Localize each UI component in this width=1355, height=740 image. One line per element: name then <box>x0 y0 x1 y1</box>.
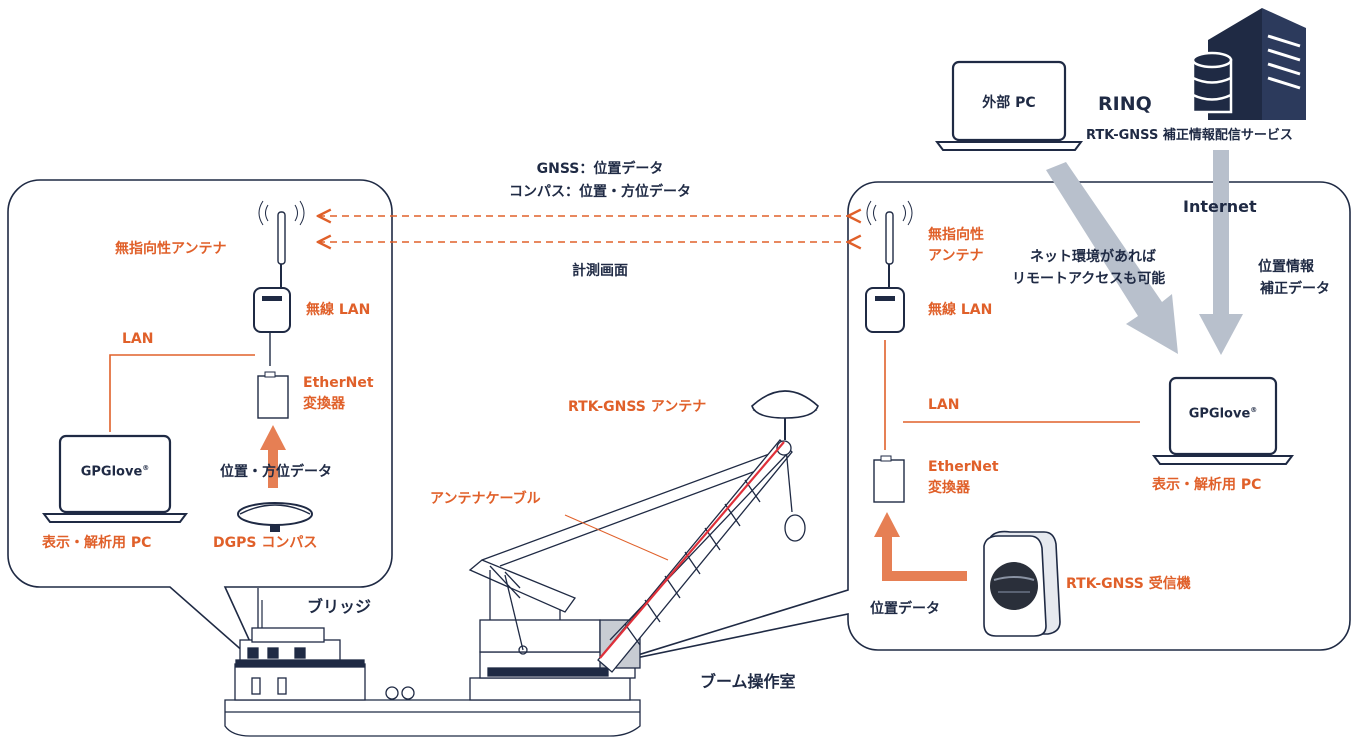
external-pc-label: 外部 PC <box>982 95 1036 111</box>
laptop-icon <box>1152 376 1294 465</box>
rinq-caption: RTK-GNSS 補正情報配信サービス <box>1086 128 1293 143</box>
bridge-converter-label-1: EtherNet <box>303 375 374 391</box>
bridge-converter-label-2: 変換器 <box>303 396 345 412</box>
ship-icon <box>224 588 641 737</box>
antenna-icon <box>866 200 913 288</box>
crane-icon <box>468 439 806 673</box>
antenna-icon <box>258 200 305 288</box>
database-icon <box>1191 51 1233 114</box>
rinq-name: RINQ <box>1098 93 1152 115</box>
converter-icon <box>873 455 905 503</box>
bridge-lan-line <box>109 354 255 432</box>
wireless-link-arrows <box>318 216 848 242</box>
up-arrow <box>260 425 286 488</box>
remote-access-label-2: リモートアクセスも可能 <box>1012 271 1166 287</box>
dgps-compass-label: DGPS コンパス <box>213 535 318 551</box>
laptop-icon <box>935 60 1083 151</box>
bridge-wireless-lan-label: 無線 LAN <box>306 302 371 318</box>
boom-pc-screen-label: GPGlove® <box>1188 406 1258 422</box>
bridge-antenna-label: 無指向性アンテナ <box>115 241 227 257</box>
bridge-lan-label: LAN <box>122 331 154 347</box>
receiver-label: RTK-GNSS 受信機 <box>1066 576 1191 592</box>
server-icon <box>1208 8 1306 120</box>
registered-mark: ® <box>1250 406 1258 414</box>
receiver-icon <box>983 530 1061 637</box>
position-data-label: 位置データ <box>870 601 940 617</box>
antenna-icon <box>751 390 819 440</box>
correction-arrow-shaft <box>1213 150 1229 318</box>
antenna-cable <box>599 441 785 659</box>
boom-pc-caption: 表示・解析用 PC <box>1152 477 1262 493</box>
bridge-heading-data-label: 位置・方位データ <box>220 464 332 480</box>
position-data-arrow <box>874 512 967 581</box>
measurement-screen-label: 計測画面 <box>572 263 628 279</box>
compass-dome-icon <box>237 502 313 532</box>
flow-arrows <box>1046 150 1243 355</box>
gnss-note: GNSS：位置データ <box>536 161 664 177</box>
registered-mark: ® <box>142 464 150 472</box>
remote-access-arrow <box>1046 162 1178 354</box>
boom-lan-label: LAN <box>928 397 960 413</box>
bridge-location-label: ブリッジ <box>307 597 372 616</box>
boom-wireless-lan-label: 無線 LAN <box>928 302 993 318</box>
boom-converter-label-2: 変換器 <box>928 480 970 496</box>
boom-converter-label-1: EtherNet <box>928 459 999 475</box>
bridge-panel <box>7 179 393 669</box>
correction-label-2: 補正データ <box>1260 281 1330 297</box>
internet-label: Internet <box>1183 197 1257 216</box>
correction-arrow-head <box>1199 314 1243 355</box>
bridge-pc-caption: 表示・解析用 PC <box>42 535 152 551</box>
wifi-router-icon <box>865 287 905 333</box>
correction-label-1: 位置情報 <box>1258 259 1314 275</box>
bridge-pc-screen-label: GPGlove® <box>80 464 150 480</box>
antenna-cable-label: アンテナケーブル <box>430 491 541 507</box>
laptop-icon <box>42 434 188 523</box>
rtk-antenna-label: RTK-GNSS アンテナ <box>568 399 707 415</box>
boom-antenna-label-2: アンテナ <box>928 248 984 264</box>
remote-access-label-1: ネット環境があれば <box>1030 249 1156 265</box>
boom-location-label: ブーム操作室 <box>700 672 796 691</box>
boom-antenna-label-1: 無指向性 <box>928 227 984 243</box>
antenna-cable-pointer <box>564 514 669 561</box>
converter-icon <box>257 371 289 419</box>
compass-note: コンパス：位置・方位データ <box>509 184 691 200</box>
wifi-router-icon <box>253 287 291 333</box>
